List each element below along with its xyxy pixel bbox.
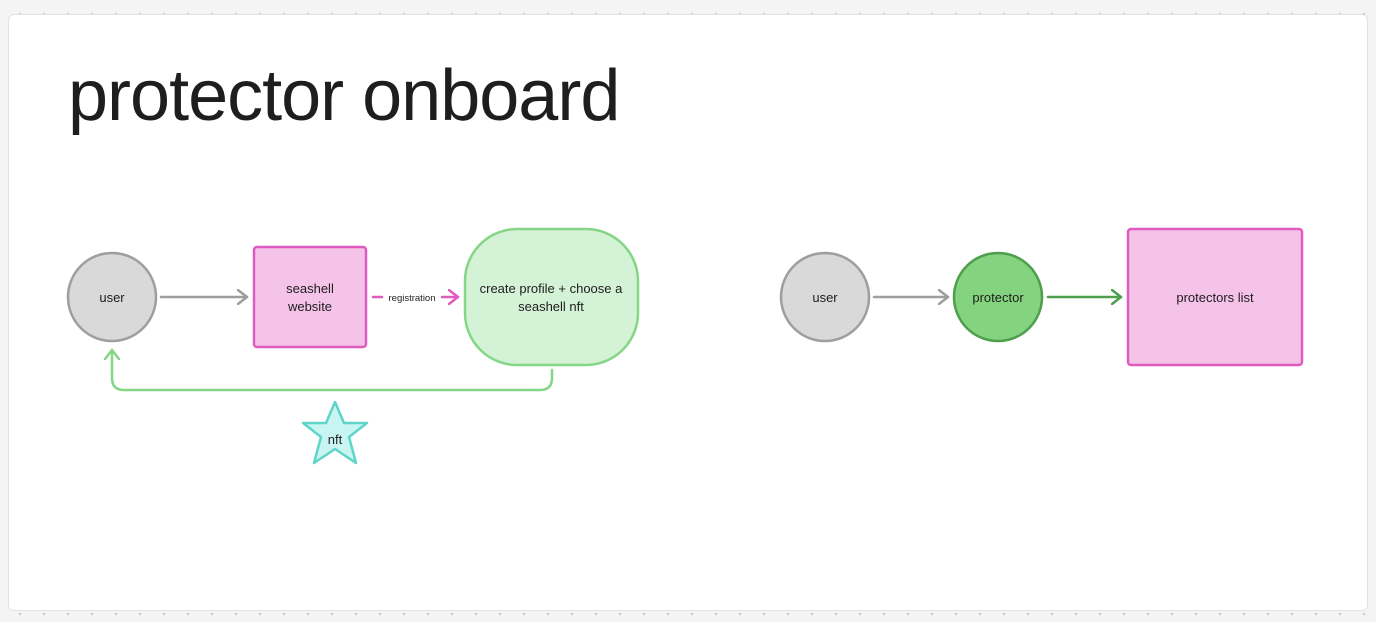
flow1-profile-node[interactable]: create profile + choose a seashell nft	[463, 227, 640, 367]
nft-label: nft	[328, 432, 343, 447]
flow2-user-label: user	[812, 290, 838, 305]
flow2-protector-node[interactable]: protector	[952, 251, 1044, 343]
flow1-nft-star[interactable]: nft	[301, 400, 369, 465]
flow1-website-label-line2: website	[287, 299, 332, 314]
flow1-profile-label-line2: seashell nft	[518, 299, 584, 314]
flow2-protectors-list-node[interactable]: protectors list	[1126, 227, 1304, 367]
registration-edge-label: registration	[389, 293, 436, 304]
flow1-return-arrow[interactable]	[112, 348, 554, 392]
flow2-list-label: protectors list	[1176, 290, 1254, 305]
flow1-profile-label-line1: create profile + choose a	[480, 281, 623, 296]
board-title: protector onboard	[68, 56, 620, 136]
flow1-user-label: user	[99, 290, 125, 305]
flow1-user-node[interactable]: user	[66, 251, 158, 343]
flow1-website-node[interactable]: seashell website	[252, 245, 368, 349]
flow2-user-node[interactable]: user	[779, 251, 871, 343]
flow1-website-label-line1: seashell	[286, 281, 334, 296]
flow2-protector-label: protector	[972, 290, 1024, 305]
flow1-registration-arrow[interactable]: registration	[371, 293, 460, 304]
